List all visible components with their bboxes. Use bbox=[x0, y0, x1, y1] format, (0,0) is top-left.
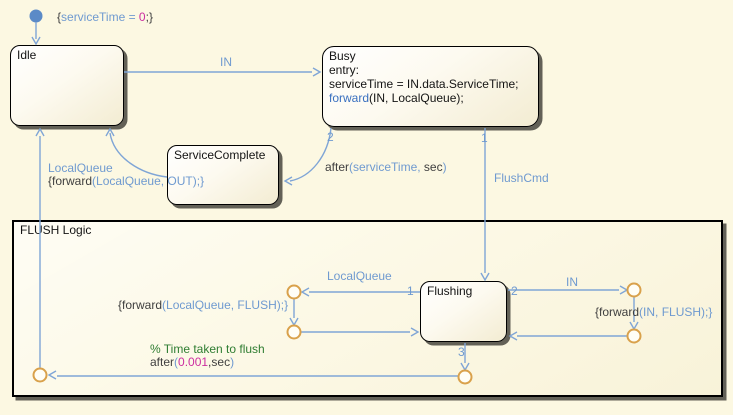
state-busy-assign-line: serviceTime = IN.data.ServiceTime; bbox=[329, 77, 519, 91]
after-close-paren: ) bbox=[442, 160, 447, 174]
label-in-event-right[interactable]: IN bbox=[566, 275, 578, 289]
arrowhead-into-idle-top bbox=[31, 36, 41, 46]
init-label-code: serviceTime = bbox=[61, 10, 139, 24]
forward-flush-left-args: (LocalQueue, FLUSH);} bbox=[162, 298, 289, 312]
label-flushcmd-event[interactable]: FlushCmd bbox=[494, 171, 549, 185]
after-keyword: after bbox=[325, 160, 350, 174]
transition-order-flushing-3: 3 bbox=[458, 345, 465, 359]
label-localqueue-event-inner[interactable]: LocalQueue bbox=[327, 269, 392, 283]
transition-order-flushing-2: 2 bbox=[511, 284, 518, 298]
transition-order-flushing-1: 1 bbox=[407, 284, 414, 298]
forward-flush-left-keyword: {forward bbox=[118, 298, 163, 312]
state-service-complete[interactable]: ServiceComplete bbox=[167, 145, 279, 205]
flush-logic-box[interactable]: FLUSH Logic bbox=[12, 220, 723, 397]
label-forward-in-flush[interactable]: {forward(IN, FLUSH);} bbox=[595, 306, 712, 319]
flush-timeout-comment: % Time taken to flush bbox=[150, 342, 265, 356]
timeout-value: 0.001 bbox=[178, 355, 209, 369]
transition-order-busy-1: 1 bbox=[481, 131, 488, 145]
timeout-close-paren: ) bbox=[230, 355, 235, 369]
state-busy[interactable]: Busy entry: serviceTime = IN.data.Servic… bbox=[322, 46, 539, 127]
label-forward-localqueue-flush[interactable]: {forward(LocalQueue, FLUSH);} bbox=[118, 299, 288, 312]
forward-out-keyword: {forward bbox=[48, 174, 93, 188]
forward-flush-right-keyword: {forward bbox=[595, 305, 640, 319]
state-busy-forward-args: (IN, LocalQueue); bbox=[369, 91, 464, 105]
arrowhead-into-busy-left bbox=[312, 67, 322, 77]
timeout-open-paren: ( bbox=[174, 355, 179, 369]
state-idle[interactable]: Idle bbox=[10, 45, 124, 126]
state-busy-entry-label: entry: bbox=[329, 63, 360, 77]
state-busy-forward-line: forward(IN, LocalQueue); bbox=[329, 91, 538, 105]
flush-logic-box-title: FLUSH Logic bbox=[20, 223, 92, 237]
after-unit: sec bbox=[423, 160, 443, 174]
timeout-unit: sec bbox=[211, 355, 231, 369]
arrowhead-into-servicecomplete-right bbox=[283, 176, 293, 186]
forward-flush-right-args: (IN, FLUSH);} bbox=[639, 305, 713, 319]
after-args: (serviceTime, bbox=[349, 160, 424, 174]
timeout-after-keyword: after bbox=[150, 355, 175, 369]
label-in-event-idle-busy[interactable]: IN bbox=[220, 55, 232, 69]
forward-out-args: (LocalQueue, OUT);} bbox=[92, 174, 205, 188]
timeout-separator: , bbox=[208, 355, 212, 369]
state-service-complete-title: ServiceComplete bbox=[174, 148, 266, 162]
label-servicecomplete-to-idle[interactable]: LocalQueue {forward(LocalQueue, OUT);} bbox=[48, 162, 204, 188]
arrowhead-into-idle-bottom-left bbox=[35, 127, 45, 137]
localqueue-event: LocalQueue bbox=[48, 161, 113, 175]
init-label-value: 0 bbox=[138, 10, 146, 24]
arrowhead-into-idle-bottom-right bbox=[105, 127, 115, 137]
state-busy-forward-keyword: forward bbox=[329, 91, 370, 105]
state-flushing-title: Flushing bbox=[427, 284, 473, 298]
init-label-open-brace: { bbox=[57, 10, 62, 24]
transition-order-busy-2: 2 bbox=[327, 130, 334, 144]
state-flushing[interactable]: Flushing bbox=[420, 281, 507, 342]
init-label-close-brace: ;} bbox=[145, 10, 153, 24]
flush-timeout-action: after(0.001,sec) bbox=[150, 356, 265, 369]
label-flush-timeout[interactable]: % Time taken to flush after(0.001,sec) bbox=[150, 343, 265, 369]
state-busy-title: Busy bbox=[329, 49, 356, 63]
forward-out-action: {forward(LocalQueue, OUT);} bbox=[48, 175, 204, 188]
init-transition-label[interactable]: {serviceTime = 0;} bbox=[57, 11, 153, 24]
initial-transition-dot[interactable] bbox=[29, 9, 43, 23]
state-idle-title: Idle bbox=[17, 48, 37, 62]
label-after-servicetime[interactable]: after(serviceTime, sec) bbox=[325, 161, 447, 174]
